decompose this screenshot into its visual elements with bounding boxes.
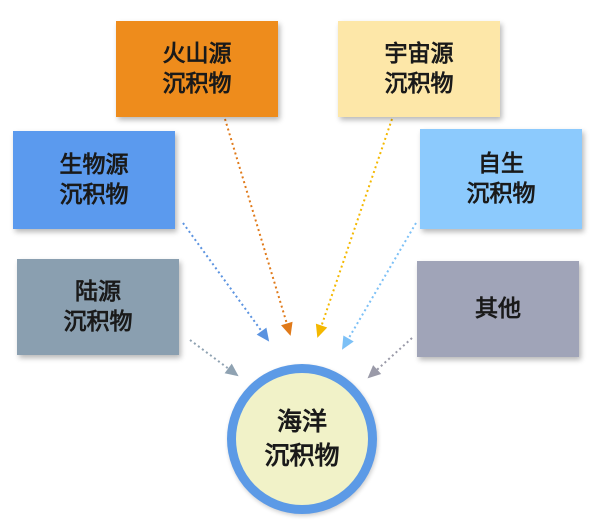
node-cosmic-sediment: 宇宙源 沉积物 <box>338 21 500 117</box>
node-other: 其他 <box>417 261 579 357</box>
node-label-line2: 沉积物 <box>63 309 133 335</box>
node-label-line2: 沉积物 <box>162 71 232 97</box>
arrowhead-volcanic <box>281 321 293 336</box>
node-terrigenous-sediment: 陆源 沉积物 <box>17 259 179 355</box>
arrow-volcanic <box>224 118 291 335</box>
node-label-line1: 自生 <box>478 151 524 177</box>
arrowhead-cosmic <box>315 323 328 338</box>
arrowhead-biogenic <box>256 327 270 342</box>
center-node-marine-sediment: 海洋 沉积物 <box>227 364 377 514</box>
node-label-line2: 沉积物 <box>59 182 129 208</box>
arrowhead-authigenic <box>341 335 354 350</box>
node-label-line1: 宇宙源 <box>384 41 454 67</box>
arrowhead-terrigenous <box>224 363 239 377</box>
node-label-line1: 其他 <box>475 296 521 322</box>
node-biogenic-sediment: 生物源 沉积物 <box>13 131 175 229</box>
node-label-line1: 陆源 <box>75 279 121 305</box>
arrow-biogenic <box>182 222 269 341</box>
arrow-cosmic <box>317 118 393 337</box>
node-volcanic-sediment: 火山源 沉积物 <box>116 21 278 117</box>
center-label-line1: 海洋 <box>276 407 327 436</box>
node-authigenic-sediment: 自生 沉积物 <box>420 129 582 229</box>
arrow-authigenic <box>342 222 417 349</box>
node-label-line2: 沉积物 <box>466 181 536 207</box>
arrowhead-other <box>367 365 382 379</box>
node-label-line1: 生物源 <box>59 152 129 178</box>
center-label-line2: 沉积物 <box>264 441 340 470</box>
node-label-line2: 沉积物 <box>384 71 454 97</box>
node-label-line1: 火山源 <box>162 41 232 67</box>
